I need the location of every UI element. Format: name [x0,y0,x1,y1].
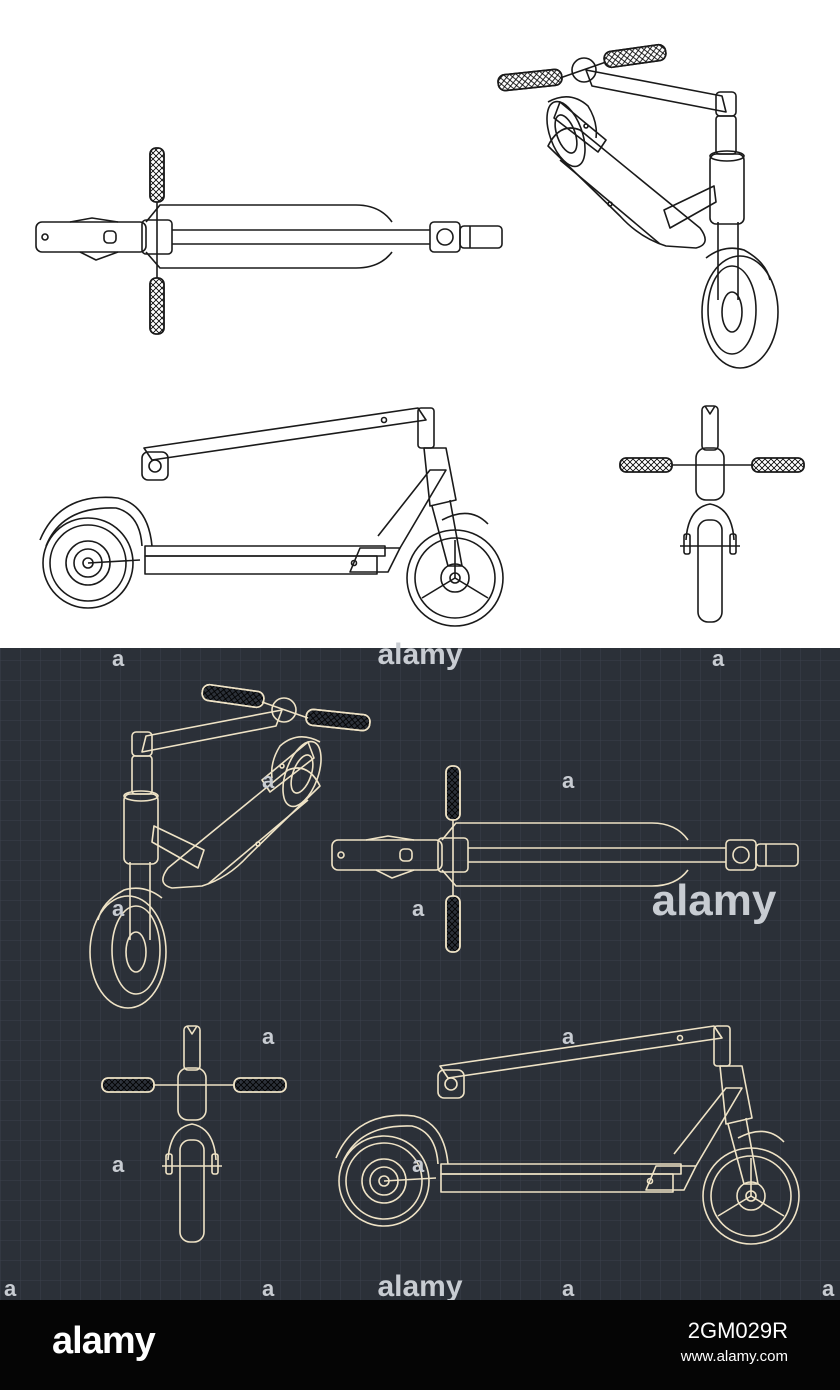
svg-text:a: a [262,1024,275,1049]
svg-text:a: a [262,768,275,793]
svg-text:a: a [112,646,125,671]
watermark-text-bottom: alamy [377,1270,462,1300]
svg-text:a: a [112,896,125,921]
alamy-logo: alamy [52,1320,156,1362]
svg-text:a: a [262,1276,275,1300]
scooter-blueprint-illustration: alamy alamy alamy a a a a a a a a a a a a a a [0,0,840,1300]
footer-bar: alamy 2GM029R www.alamy.com [0,1300,840,1390]
svg-text:a: a [562,768,575,793]
svg-text:a: a [822,1276,835,1300]
image-id: 2GM029R [687,1318,788,1343]
watermark-marks: a a a a a a a a a a a a a a [4,646,835,1300]
svg-text:a: a [562,1024,575,1049]
light-panel-background [0,0,840,648]
svg-text:a: a [112,1152,125,1177]
svg-text:a: a [4,1276,17,1300]
watermark: alamy alamy alamy a a a a a a a a a a a a a a [4,638,835,1300]
site-url: www.alamy.com [680,1348,788,1365]
watermark-text-top: alamy [377,638,462,671]
svg-text:a: a [712,646,725,671]
watermark-text-center: alamy [652,876,777,925]
svg-text:a: a [562,1276,575,1300]
blueprint-grid [0,648,840,1300]
svg-text:a: a [412,1152,425,1177]
svg-text:a: a [412,896,425,921]
